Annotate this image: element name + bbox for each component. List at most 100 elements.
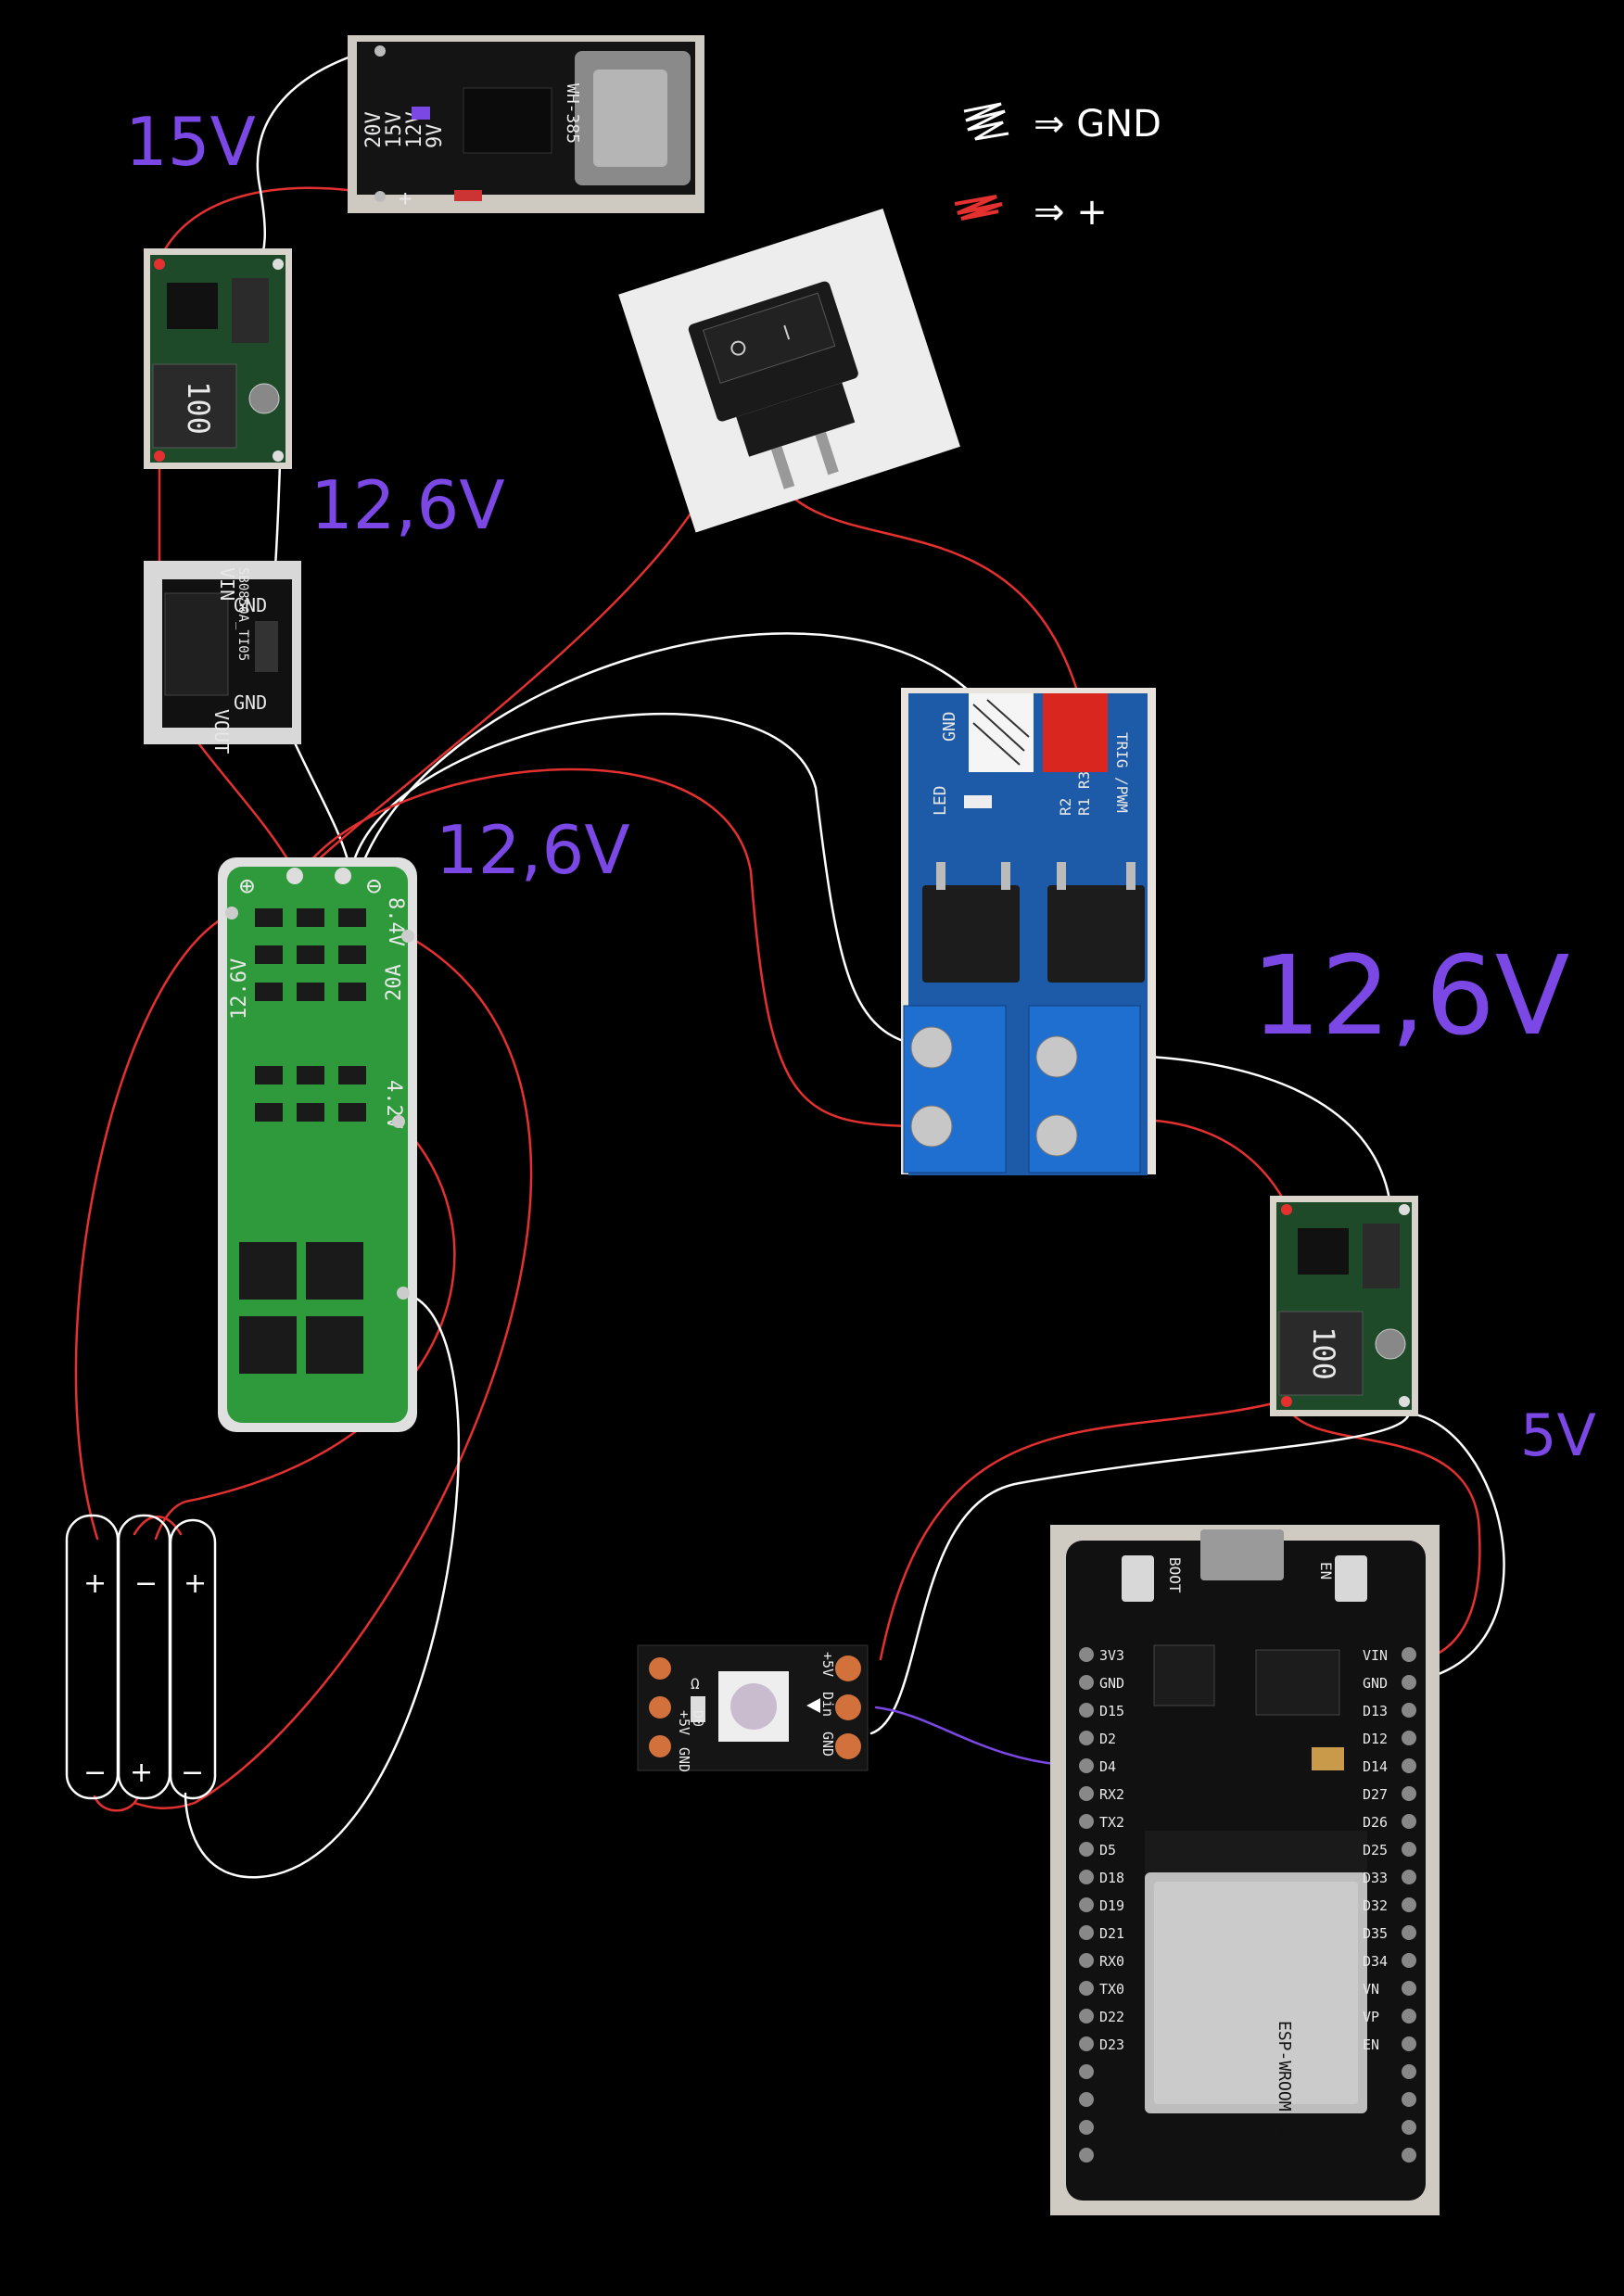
led-pin-right-gnd: GND <box>819 1732 836 1757</box>
pd-option-20v: 20V <box>362 111 386 148</box>
legend-plus-swatch <box>954 195 1003 221</box>
buck-converter-1: 100 <box>144 248 292 469</box>
esp32-pin-label-right-vn: VN <box>1363 1981 1379 1998</box>
led-resistor-text: Ω <box>691 1675 700 1693</box>
esp32-label-boot: BOOT <box>1166 1557 1184 1593</box>
bms-label-plus: ⊕ <box>239 870 255 901</box>
led-pin-right-5v: +5V <box>819 1652 836 1677</box>
voltage-label-buck: 12,6V <box>311 466 505 544</box>
pd-chip <box>463 87 552 154</box>
buck1-inductor-text: 100 <box>181 381 216 435</box>
esp32-pin-label-left-rx2: RX2 <box>1099 1786 1124 1803</box>
led-pin-left-d0: D0 <box>690 1710 706 1727</box>
mosfet-screw-gnd-in[interactable] <box>910 1026 953 1069</box>
ideal-diode-board: VIN SB0850A_TI05 GND GND VOUT <box>144 561 301 754</box>
bms-label-minus: ⊖ <box>366 870 382 901</box>
bms-label-20a: 20A <box>383 964 406 1001</box>
esp32-pin-label-right-d14: D14 <box>1363 1758 1388 1775</box>
mosfet-gnd-pad <box>969 693 1034 772</box>
esp32-pin-label-right-d13: D13 <box>1363 1703 1388 1719</box>
legend: ⇒ GND ⇒ + <box>954 102 1161 234</box>
mosfet-transistor-1 <box>922 885 1020 983</box>
esp32-pin-label-left-d15: D15 <box>1099 1703 1124 1719</box>
esp32-pins-right <box>1402 1647 1416 2163</box>
led-pin-left-gnd: GND <box>676 1747 692 1772</box>
bms-pad-mid <box>335 868 351 884</box>
wire-bat-bridge <box>93 1795 139 1812</box>
esp32-pin-label-left-tx0: TX0 <box>1099 1981 1124 1998</box>
buck2-inductor <box>1278 1311 1364 1396</box>
bms-board: ⊕ ⊖ 12.6V 8.4V 20A 4.2V <box>218 857 417 1432</box>
bms-pad-plus <box>286 868 303 884</box>
esp32-board: BOOT EN ESP-WROOM-32 3V3GNDD15D2D4RX2TX2… <box>1050 1525 1440 2215</box>
bms-mosfet-3 <box>239 1316 297 1374</box>
switch-rocker[interactable] <box>702 292 836 385</box>
mosfet-screw-plus-out[interactable] <box>1035 1114 1078 1157</box>
battery-pack <box>65 1514 217 1800</box>
mosfet-label-led: LED <box>931 785 950 816</box>
battery-2-bottom: + <box>130 1757 153 1789</box>
esp32-pin-label-right-en: EN <box>1363 2036 1379 2053</box>
pd-selected-marker <box>412 107 430 120</box>
legend-gnd-label: ⇒ GND <box>1034 103 1161 146</box>
usb-pd-trigger-board: WH-385 20V 15V 12V 9V + <box>348 35 704 213</box>
esp32-pin-label-right-d27: D27 <box>1363 1786 1388 1803</box>
legend-plus-label: ⇒ + <box>1034 191 1108 234</box>
bms-mosfet-1 <box>239 1242 297 1300</box>
esp32-pin-label-right-d32: D32 <box>1363 1897 1388 1914</box>
esp32-en-button[interactable] <box>1335 1555 1367 1602</box>
esp32-pin-label-right-d33: D33 <box>1363 1870 1388 1886</box>
wire-bms-mosfet-plus <box>304 767 933 1128</box>
battery-cell-3 <box>169 1518 217 1800</box>
wire-switch-trig <box>766 462 1079 692</box>
esp32-pins-left <box>1079 1647 1094 2163</box>
esp32-boot-button[interactable] <box>1122 1555 1154 1602</box>
buck-converter-2: 100 <box>1270 1196 1418 1416</box>
bms-label-12v: 12.6V <box>228 958 251 1020</box>
bms-mosfet-4 <box>306 1316 363 1374</box>
mosfet-screw-gnd-out[interactable] <box>1035 1035 1078 1078</box>
mosfet-label-trig: TRIG /PWM <box>1113 732 1131 813</box>
led-pin-right-din: Din <box>819 1692 836 1717</box>
mosfet-screw-plus-in[interactable] <box>910 1105 953 1148</box>
battery-1-top: + <box>83 1567 107 1600</box>
diode-label-vin: VIN <box>216 567 238 601</box>
esp32-pin-label-right-d25: D25 <box>1363 1842 1388 1858</box>
esp32-module-text: ESP-WROOM-32 <box>1275 2021 1294 2141</box>
led-pin-left-5v: +5V <box>676 1710 692 1735</box>
legend-gnd-swatch <box>963 102 1009 141</box>
esp32-pin-label-left-d18: D18 <box>1099 1870 1124 1886</box>
wire-bms-12v-bat <box>74 911 234 1541</box>
pd-option-15v: 15V <box>383 111 406 148</box>
wire-bms-8v-bat <box>133 934 533 1810</box>
esp32-pin-label-right-d26: D26 <box>1363 1814 1388 1831</box>
diode-label-vout: VOUT <box>210 709 233 754</box>
diode-mosfet-chip <box>164 592 229 696</box>
wire-usb-buck-gnd <box>256 44 387 266</box>
mosfet-transistor-2 <box>1047 885 1145 983</box>
esp32-pin-labels-right: VINGNDD13D12D14D27D26D25D33D32D35D34VNVP… <box>1363 1647 1388 2053</box>
voltage-label-buck2: 5V <box>1520 1402 1596 1469</box>
esp32-pin-label-right-gnd: GND <box>1363 1675 1388 1692</box>
esp32-pin-label-left-d19: D19 <box>1099 1897 1124 1914</box>
buck2-inductor-text: 100 <box>1306 1326 1341 1380</box>
esp32-usb-port <box>1200 1529 1284 1580</box>
voltage-label-mosfet: 12,6V <box>1251 932 1569 1059</box>
wire-diode-bms-plus <box>188 730 297 873</box>
pd-option-9v: 9V <box>424 124 447 149</box>
esp32-pin-label-left-d21: D21 <box>1099 1925 1124 1942</box>
buck2-potentiometer <box>1375 1328 1406 1360</box>
voltage-label-usb: 15V <box>125 103 256 181</box>
esp32-label-en: EN <box>1317 1562 1335 1579</box>
esp32-pin-label-left-rx0: RX0 <box>1099 1953 1124 1970</box>
wire-buck2-esp-gnd <box>1409 1412 1505 1680</box>
esp32-pin-label-left-d22: D22 <box>1099 2009 1124 2025</box>
esp32-pin-label-right-d12: D12 <box>1363 1731 1388 1747</box>
mosfet-label-gnd: GND <box>940 711 959 742</box>
mosfet-trig-pad <box>1043 693 1108 772</box>
mosfet-module: GND TRIG /PWM LED R2 R1 R3 <box>901 688 1156 1175</box>
esp32-pin-label-left-gnd: GND <box>1099 1675 1124 1692</box>
battery-1-bottom: − <box>83 1757 107 1789</box>
wire-buck2-led-gnd <box>869 1407 1411 1735</box>
